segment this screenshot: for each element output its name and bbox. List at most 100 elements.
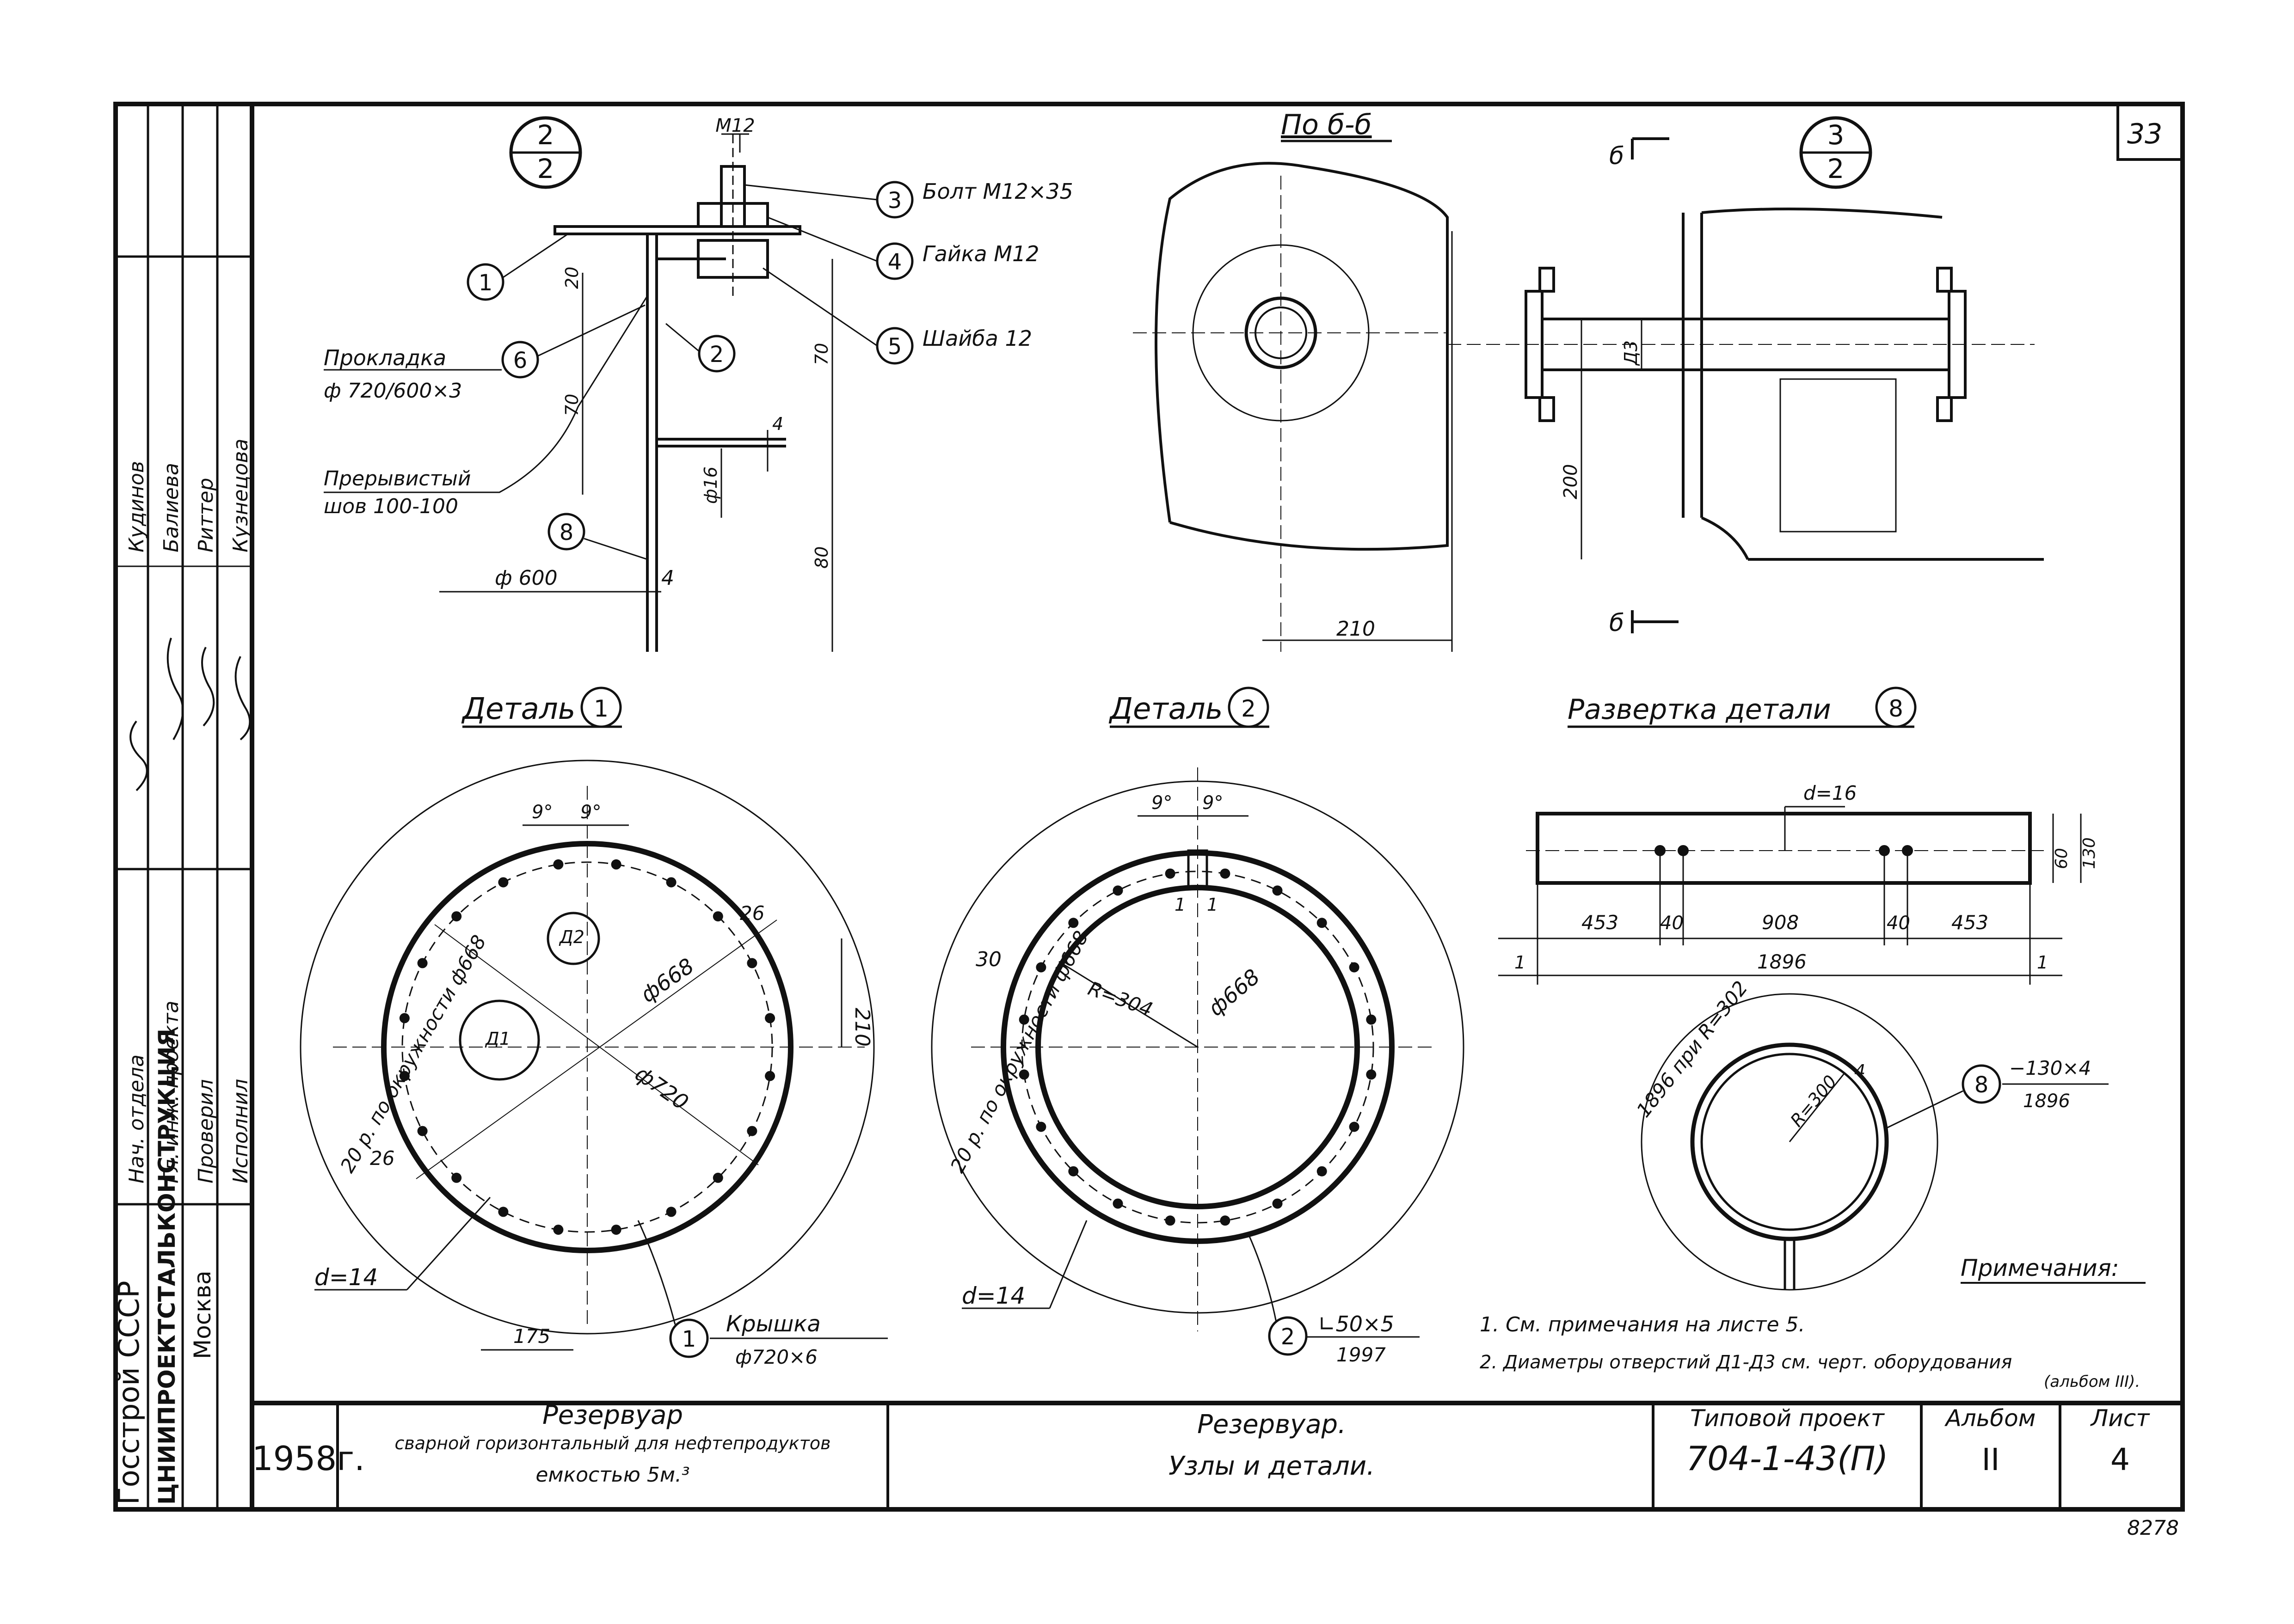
dev-8-callout-num: 8 — [1974, 1072, 1989, 1098]
tb-album-value: II — [1982, 1442, 2000, 1477]
stamp-org1: Госстрой СССР — [112, 1281, 146, 1505]
dev-8-dim-60: 60 — [2052, 848, 2071, 869]
detail-1-bolt-hole — [553, 859, 564, 870]
detail-2-bolt-hole — [1165, 1215, 1175, 1226]
detail-2-bolt-hole — [1366, 1014, 1377, 1025]
tb-sheet-label: Лист — [2090, 1405, 2151, 1432]
detail-2-callout-num: 2 — [1281, 1324, 1295, 1350]
dev-8-title: Развертка детали — [1568, 693, 1831, 726]
stamp-name-2: Балиева — [160, 463, 183, 552]
callout-5-text: Шайба 12 — [923, 326, 1032, 351]
detail-1-callout-size: ф720×6 — [735, 1346, 818, 1368]
dev-8-total: 1896 — [1757, 950, 1807, 973]
detail-1-bolt-hole — [713, 1172, 723, 1183]
detail-1-bolt-hole — [417, 1126, 428, 1136]
callout-6-num: 6 — [513, 348, 528, 374]
detail-2-bolt-holes — [1019, 868, 1377, 1226]
detail-2-bolt-hole — [1349, 962, 1359, 973]
detail-2-bolt-hole — [1349, 1121, 1359, 1132]
tb-sheet-value: 4 — [2110, 1442, 2130, 1477]
stamp-name-1: Кудинов — [125, 461, 148, 552]
stamp-role-2: Гл. инж. проекта — [160, 1001, 183, 1183]
node-3-2-dim-200: 200 — [1560, 464, 1581, 499]
callout-8-node: 8 — [547, 513, 648, 560]
callout-8-node-num: 8 — [560, 520, 574, 545]
sheet-frame — [113, 102, 2185, 1512]
node-2-2-gasket: ф 720/600×3 — [324, 379, 462, 403]
stamp-signatures — [129, 637, 251, 791]
detail-2-bolt-hole — [1272, 885, 1283, 896]
stamp-org2: ЦНИИПРОЕКТСТАЛЬКОНСТРУКЦИЯ — [154, 1029, 180, 1505]
node-2-2-marker — [509, 116, 582, 189]
node-3-2-marker-bottom: 2 — [1827, 153, 1845, 184]
detail-2-title: Деталь — [1108, 692, 1223, 726]
detail-1-dim-210: 210 — [850, 1008, 874, 1047]
node-2-2-dim-20: 20 — [562, 267, 582, 289]
detail-2-bolt-hole — [1165, 868, 1175, 879]
node-2-2-dim-70a: 70 — [562, 394, 582, 416]
callout-3-text: Болт М12×35 — [923, 179, 1073, 204]
detail-1-dim-26a: 26 — [740, 902, 764, 925]
detail-2-bolt-hole — [1019, 1069, 1029, 1080]
notes: Примечания: 1. См. примечания на листе 5… — [1480, 1255, 2146, 1391]
detail-1-bolt-hole — [611, 859, 621, 870]
notes-item-1: 1. См. примечания на листе 5. — [1480, 1313, 1805, 1336]
tb-project-label: Типовой проект — [1690, 1405, 1885, 1432]
detail-1-bolt-holes — [399, 859, 775, 1235]
callout-6-text: Прокладка — [324, 345, 446, 370]
dev-8-dim-lines — [1498, 814, 2082, 985]
callout-1-node-num: 1 — [479, 270, 493, 296]
node-3-2-marker — [1799, 116, 1872, 189]
callout-2-node: 2 — [665, 323, 736, 373]
development-8: Развертка детали 8 d=16 453 40 908 40 45… — [1498, 686, 2109, 1291]
tb-sheet-sub: Узлы и детали. — [1169, 1451, 1375, 1481]
detail-1-dim-9a: 9° — [532, 802, 553, 823]
view-b-dim-210: 210 — [1336, 617, 1375, 641]
callout-5-num: 5 — [888, 334, 902, 360]
callout-3-num: 3 — [888, 188, 902, 214]
stamp-role-3: Проверил — [194, 1079, 218, 1183]
view-b-b: По б-б 210 — [1133, 109, 1453, 652]
detail-2-bolt-hole — [1036, 1121, 1046, 1132]
view-b-title: По б-б — [1281, 109, 1372, 141]
node-2-2-dim-f600: ф 600 — [495, 566, 558, 590]
detail-2-bolt-hole — [1316, 918, 1327, 928]
sheet-number: 33 — [2127, 118, 2162, 150]
detail-1-dim-26b: 26 — [370, 1147, 394, 1170]
callout-3: 3 Болт М12×35 — [744, 179, 1073, 219]
section-marks — [1631, 137, 1679, 633]
detail-2-dim-1b: 1 — [1207, 895, 1218, 915]
tb-object-title: Резервуар — [542, 1400, 683, 1430]
detail-2-bolt-hole — [1019, 1014, 1029, 1025]
tb-object-sub2: емкостью 5м.³ — [535, 1463, 689, 1487]
stamp-role-4: Исполнил — [229, 1079, 252, 1183]
node-2-2-marker-bottom: 2 — [537, 153, 554, 184]
detail-2-bolt-hole — [1068, 1166, 1079, 1177]
dev-8-callout-len: 1896 — [2023, 1091, 2070, 1112]
title-block: 1958г. Резервуар сварной горизонтальный … — [252, 1400, 2150, 1487]
tb-sheet-title: Резервуар. — [1197, 1410, 1346, 1440]
stamp-name-3: Риттер — [194, 478, 218, 552]
detail-2-bolt-hole — [1220, 868, 1230, 879]
tb-project-code: 704-1-43(П) — [1686, 1439, 1888, 1478]
detail-1-title: Деталь — [461, 692, 576, 726]
detail-2-bolt-hole — [1068, 918, 1079, 928]
node-2-2-dim-f16: ф16 — [701, 466, 721, 504]
detail-2-bolt-hole — [1036, 962, 1046, 973]
detail-1-bolt-hole — [498, 877, 509, 888]
callout-6: 6 Прокладка — [324, 304, 646, 379]
node-2-2-dim-4a: 4 — [772, 414, 783, 434]
detail-2-bolt-hole — [1366, 1069, 1377, 1080]
callout-4-num: 4 — [888, 249, 902, 275]
detail-2-callout-profile: ∟50×5 — [1318, 1311, 1394, 1336]
notes-title: Примечания: — [1961, 1255, 2119, 1281]
detail-1-bolt-hole — [553, 1225, 564, 1235]
detail-2-bolt-hole — [1220, 1215, 1230, 1226]
callout-4-text: Гайка М12 — [923, 241, 1039, 266]
dev-8-ring-r: R=300 — [1786, 1071, 1841, 1130]
detail-2-num: 2 — [1241, 695, 1256, 722]
detail-2-dim-9a: 9° — [1151, 792, 1172, 814]
node-2-2: 2 2 М12 3 — [324, 115, 1073, 652]
detail-2-callout-len: 1997 — [1336, 1343, 1386, 1366]
